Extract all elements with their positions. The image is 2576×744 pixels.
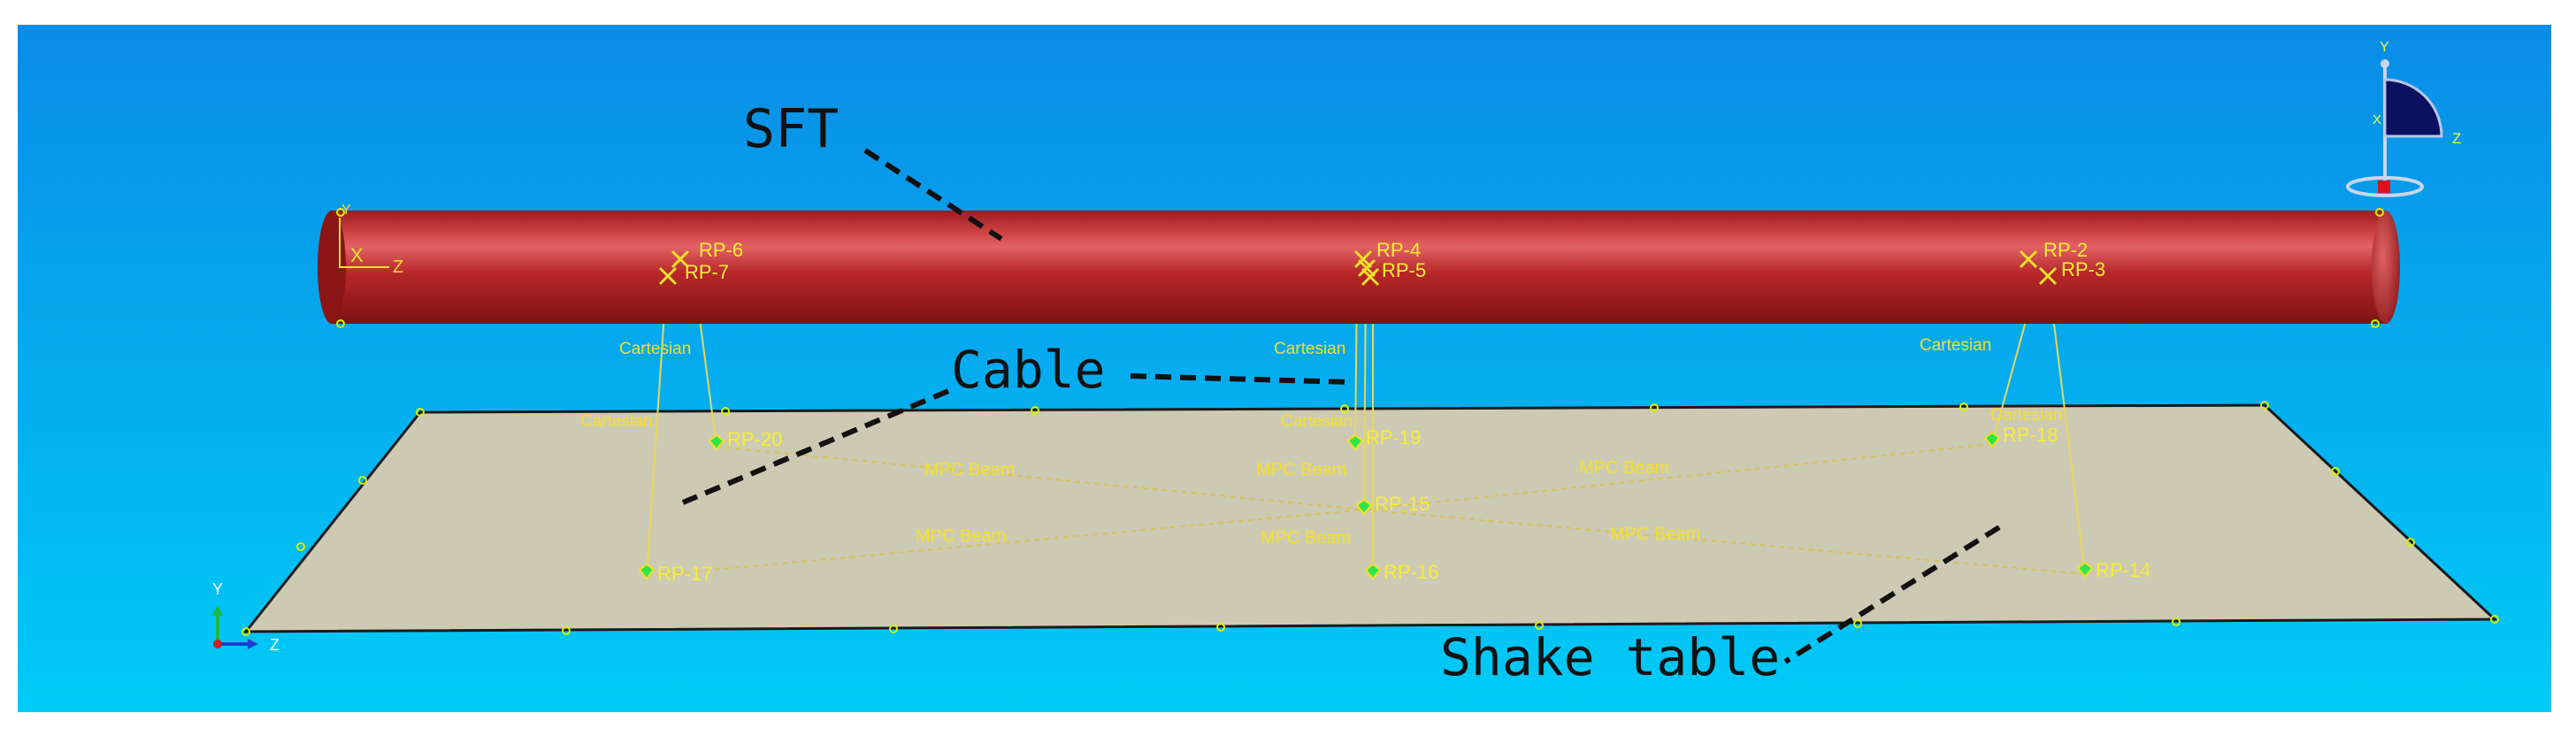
rp-15-label: RP-15	[1375, 493, 1430, 515]
mpc-beam-label-5: MPC Beam	[1261, 528, 1351, 548]
global-triad-z-label: Z	[270, 636, 280, 654]
mpc-beam-label-2: MPC Beam	[1256, 460, 1346, 479]
abaqus-viewport[interactable]: Y X Z RP-6 RP-7 RP-4 RP-5 RP-2 RP-3 RP-2…	[18, 25, 2551, 712]
rp-7-label: RP-7	[685, 261, 729, 283]
rp-3-label: RP-3	[2061, 258, 2105, 280]
rp-6-label: RP-6	[699, 239, 743, 261]
cartesian-label-1: Cartesian	[619, 340, 691, 358]
rp-markers-tube	[658, 249, 2058, 287]
view-orientation-icon[interactable]	[2346, 59, 2443, 197]
view-icon-x-label: X	[2373, 112, 2381, 127]
tube-csys-icon	[339, 218, 389, 268]
rp-5-label: RP-5	[1382, 259, 1426, 281]
callout-leaders	[681, 148, 2001, 664]
rp-20-label: RP-20	[727, 428, 782, 450]
rp-markers-table	[638, 431, 2094, 580]
mpc-beam-label-1: MPC Beam	[924, 460, 1015, 479]
cartesian-label-5: Cartesian	[1920, 336, 1991, 355]
tube-csys-z-label: Z	[393, 257, 403, 277]
rp-18-label: RP-18	[2003, 424, 2058, 446]
view-icon-z-label: Z	[2452, 130, 2461, 147]
view-icon-y-label: Y	[2380, 40, 2389, 55]
global-triad-icon[interactable]	[212, 605, 258, 649]
cable-callout-label: Cable	[951, 340, 1106, 400]
rp-16-label: RP-16	[1384, 561, 1438, 583]
mpc-beam-lines	[646, 443, 2086, 577]
rp-14-label: RP-14	[2096, 559, 2150, 581]
mpc-beam-label-6: MPC Beam	[1610, 525, 1700, 544]
rp-17-label: RP-17	[657, 563, 712, 585]
sft-callout-label: SFT	[743, 98, 839, 160]
cartesian-label-6: Cartesian	[1990, 406, 2062, 425]
mpc-beam-label-3: MPC Beam	[1579, 458, 1669, 478]
global-triad-y-label: Y	[212, 580, 223, 598]
rp-2-label: RP-2	[2043, 239, 2088, 261]
cartesian-label-4: Cartesian	[1281, 412, 1353, 431]
tube-csys-x-label: X	[350, 244, 364, 266]
cartesian-label-3: Cartesian	[1274, 340, 1346, 358]
shake-table-callout-label: Shake table	[1440, 627, 1780, 687]
tube-csys-y-label: Y	[341, 203, 351, 218]
shake-table-plate	[242, 401, 2499, 636]
mpc-beam-label-4: MPC Beam	[916, 526, 1006, 546]
rp-19-label: RP-19	[1366, 426, 1421, 449]
rp-4-label: RP-4	[1376, 239, 1421, 261]
cartesian-label-2: Cartesian	[580, 412, 652, 431]
